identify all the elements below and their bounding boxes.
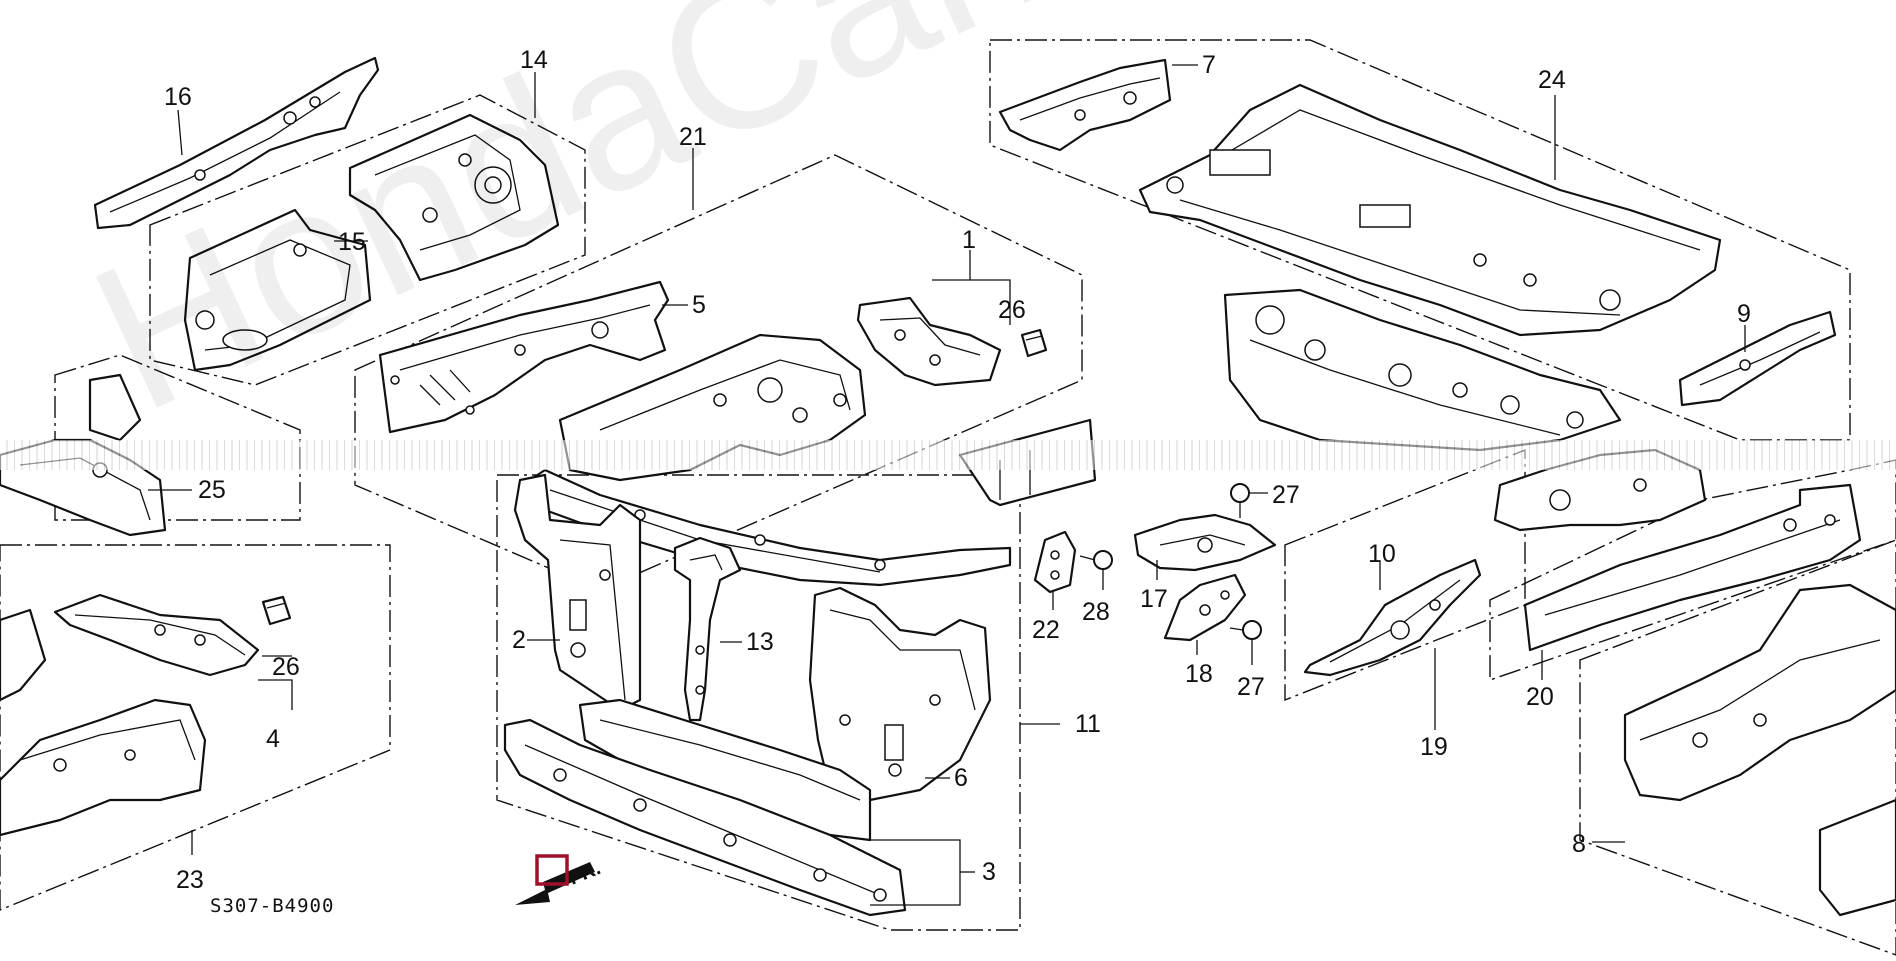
- part-8-side-frame: [1623, 583, 1896, 917]
- part-24-dashboard-upper: [1138, 83, 1722, 337]
- callout-1: 1: [962, 226, 976, 254]
- part-7-bracket: [998, 58, 1172, 152]
- callout-4: 4: [266, 725, 280, 753]
- part-6-side-panel: [808, 586, 992, 802]
- callout-18: 18: [1185, 660, 1213, 688]
- callout-9: 9: [1737, 300, 1751, 328]
- part-3-lower-crossmember: [503, 698, 907, 917]
- frame-group-23: [0, 544, 391, 911]
- callout-26-upper: 26: [998, 296, 1026, 324]
- part-22-plate: [1033, 530, 1077, 594]
- part-23-frame: [0, 608, 207, 837]
- front-label: FR.: [566, 857, 604, 889]
- callout-20: 20: [1526, 683, 1554, 711]
- front-direction-indicator: FR.: [515, 854, 604, 905]
- frame-group-8: [1579, 539, 1896, 956]
- part-2-upper-frame: [513, 468, 1012, 712]
- leader-lines: [148, 64, 1746, 906]
- callout-17: 17: [1140, 585, 1168, 613]
- part-15-panel: [183, 208, 372, 372]
- highlight-marker: [535, 854, 569, 886]
- part-9-bracket: [1678, 310, 1837, 407]
- callout-11: 11: [1075, 710, 1101, 738]
- part-19-assembly: [1493, 448, 1707, 532]
- frame-group-21: [354, 154, 1083, 591]
- callout-27-lower: 27: [1237, 673, 1265, 701]
- part-1-bracket: [856, 296, 1002, 387]
- frame-group-11: [496, 474, 1021, 931]
- part-25-panel: [0, 373, 167, 537]
- part-4-bracket: [53, 593, 260, 677]
- part-5-apron: [378, 280, 670, 434]
- callout-10: 10: [1368, 540, 1396, 568]
- callout-8: 8: [1572, 830, 1586, 858]
- part-18-bracket: [1163, 573, 1247, 642]
- frame-group-24: [989, 39, 1851, 441]
- part-20-rail: [1523, 483, 1862, 652]
- callout-2: 2: [512, 626, 526, 654]
- callout-23: 23: [176, 866, 204, 894]
- part-14-housing: [348, 113, 560, 282]
- callout-16: 16: [164, 83, 192, 111]
- part-27-bolt-a: [1230, 483, 1250, 518]
- part-27-bolt-b: [1229, 620, 1262, 640]
- callout-28: 28: [1082, 598, 1110, 626]
- callout-24: 24: [1538, 66, 1566, 94]
- diagram-code: S307-B4900: [210, 895, 334, 917]
- part-13-center-stay: [673, 536, 742, 722]
- callout-3: 3: [982, 858, 996, 886]
- frame-group-14: [149, 94, 586, 386]
- callout-14: 14: [520, 46, 548, 74]
- callout-15: 15: [338, 228, 366, 256]
- part-dashboard-lower: [1223, 288, 1622, 452]
- part-10-bracket: [1303, 558, 1482, 677]
- part-17-mount: [1133, 513, 1277, 572]
- callout-6: 6: [954, 764, 968, 792]
- part-26-clip-b: [261, 595, 292, 626]
- callout-19: 19: [1420, 733, 1448, 761]
- callout-5: 5: [692, 291, 706, 319]
- callout-13: 13: [746, 628, 774, 656]
- part-26-clip-a: [1020, 328, 1048, 358]
- callout-27-upper: 27: [1272, 481, 1300, 509]
- callout-labels: 16 14 15 21 5 1 26 7 24 9 25 26 4 23 2 1…: [164, 46, 1751, 894]
- part-28-bolt: [1079, 550, 1113, 570]
- callout-21: 21: [679, 123, 707, 151]
- callout-22: 22: [1032, 616, 1060, 644]
- callout-26-lower: 26: [272, 653, 300, 681]
- callout-7: 7: [1202, 51, 1216, 79]
- callout-25: 25: [198, 476, 226, 504]
- part-16-rail: [93, 56, 380, 230]
